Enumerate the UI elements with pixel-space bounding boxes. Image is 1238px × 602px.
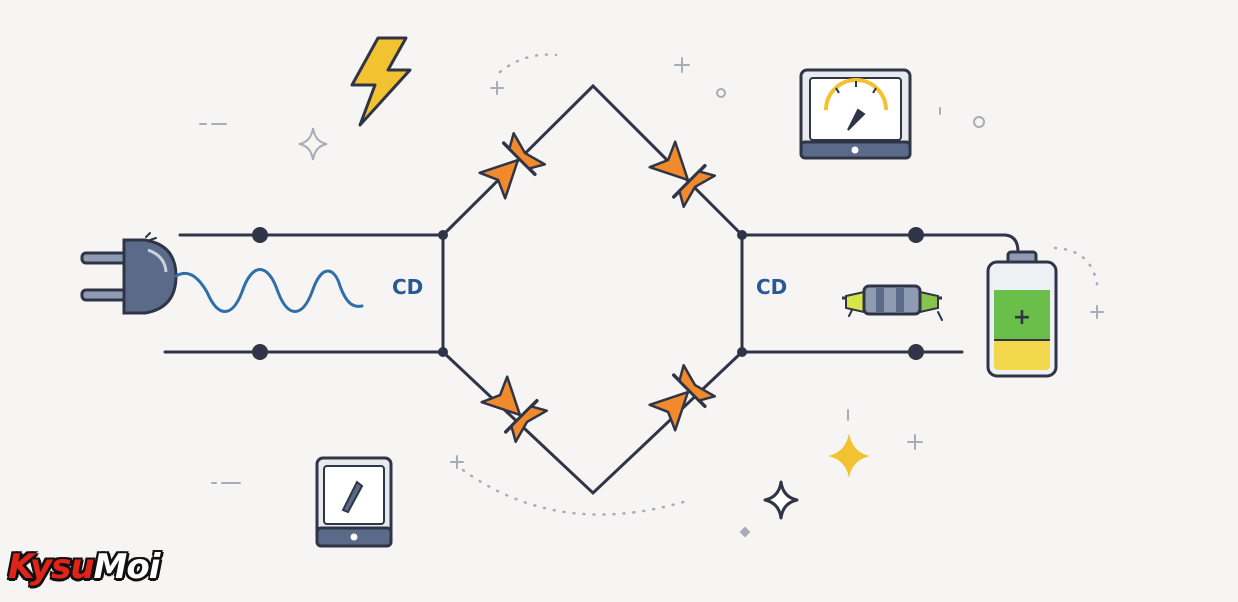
diode-top-right (648, 140, 717, 209)
watermark-part1: Kysu (8, 547, 95, 587)
resistor-icon (842, 284, 943, 321)
diode-bottom-left (480, 375, 549, 444)
watermark-logo: KysuMoi (8, 546, 161, 588)
right-section-label: CD (756, 275, 787, 299)
decoration-marks (199, 53, 1104, 538)
node-dot (252, 344, 268, 360)
output-wires (737, 227, 1020, 360)
tablet-meter-icon (315, 456, 393, 548)
bridge-wires (441, 83, 744, 496)
sparkle-icon (828, 433, 870, 478)
node-dot (908, 344, 924, 360)
battery-symbol: + (1013, 305, 1031, 330)
node-dot (908, 227, 924, 243)
node-dot (252, 227, 268, 243)
lightning-bolt-icon (350, 36, 412, 127)
left-section-label: CD (392, 275, 423, 299)
diode-bottom-right (648, 363, 717, 432)
sparkle-icon (763, 480, 799, 520)
power-plug-icon (80, 238, 178, 315)
battery-icon: + (986, 250, 1058, 378)
input-wires (163, 227, 448, 360)
diode-top-left (478, 131, 547, 200)
meter-gauge-icon (799, 68, 912, 160)
ac-wave-icon (145, 232, 364, 313)
watermark-part2: Moi (93, 547, 161, 587)
